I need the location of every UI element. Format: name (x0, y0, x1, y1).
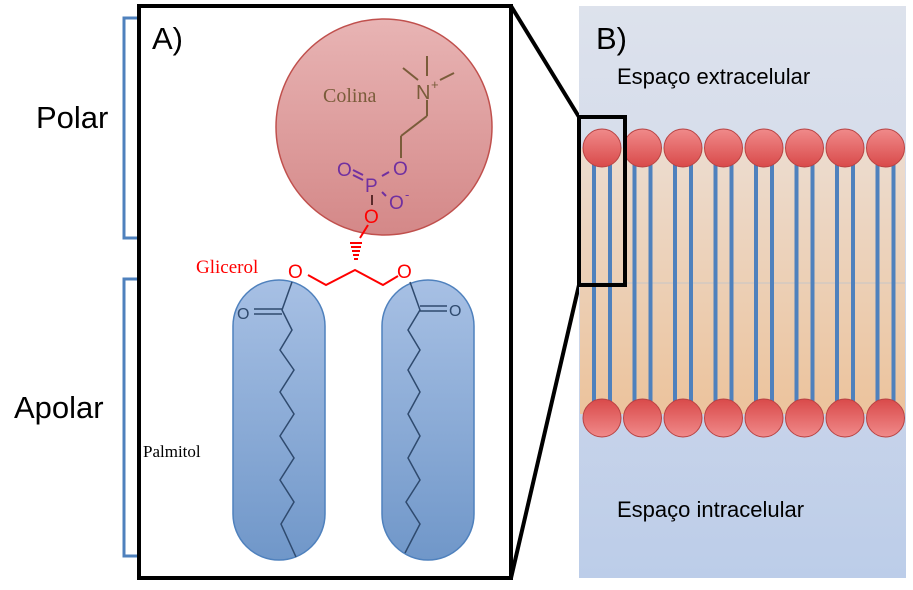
lipid-head-inner (866, 398, 905, 438)
lipid-head-outer (623, 128, 662, 168)
oxygen-charge: - (405, 187, 409, 202)
lipid-head-outer (866, 128, 905, 168)
panel-a-label: A) (152, 21, 183, 56)
lipid-head-inner (704, 398, 743, 438)
lipid-head-inner (785, 398, 824, 438)
carbonyl-oxygen-left: O (237, 306, 249, 323)
palmitol-label: Palmitol (143, 442, 201, 461)
oxygen-sn2: O (397, 262, 412, 283)
membrane-core (580, 148, 905, 414)
apolar-label: Apolar (14, 390, 104, 425)
oxygen-glycerol-top: O (364, 207, 379, 228)
oxygen-double: O (337, 160, 352, 181)
fatty-acid-left (232, 279, 326, 561)
lipid-head-inner (825, 398, 865, 438)
lipid-head-outer (744, 128, 784, 168)
lipid-head-outer (704, 128, 743, 168)
apolar-bracket (122, 277, 138, 558)
lipid-head-inner (582, 398, 622, 438)
polar-label: Polar (36, 100, 108, 135)
lipid-head-outer (825, 128, 865, 168)
fatty-acid-right (381, 279, 475, 561)
fatty-acid-chain-left (279, 281, 297, 558)
lipid-head-outer (663, 128, 703, 168)
glycerol-backbone (307, 268, 399, 287)
choline-phosphate-circle (275, 18, 493, 236)
lipid-head-outer (582, 128, 622, 168)
glycerol-o-bond (359, 224, 369, 239)
carbonyl-oxygen-right: O (449, 303, 461, 320)
nitrogen-atom: N (416, 82, 430, 104)
zoom-connector-top (509, 4, 581, 119)
zoom-connector-bottom (509, 284, 581, 579)
fatty-acid-chain-right (404, 281, 421, 554)
lipid-head-outer (785, 128, 824, 168)
oxygen-anion: O (389, 193, 404, 214)
oxygen-sn1: O (288, 262, 303, 283)
phosphorus-atom: P (365, 176, 378, 197)
panel-b-label: B) (596, 21, 627, 56)
zoom-highlight-box (577, 115, 627, 287)
lipid-head-inner (744, 398, 784, 438)
nitrogen-charge: + (431, 77, 439, 92)
intracellular-label: Espaço intracelular (617, 497, 804, 522)
extracellular-label: Espaço extracelular (617, 64, 810, 89)
stereo-hash-bond (350, 242, 362, 260)
polar-bracket (122, 16, 138, 240)
phosphate-bonds (352, 169, 390, 197)
lipid-head-inner (623, 398, 662, 438)
colina-label: Colina (323, 85, 376, 107)
oxygen-ester-top: O (393, 159, 408, 180)
lipid-bilayer (582, 128, 905, 438)
choline-structure (400, 56, 455, 158)
lipid-head-inner (663, 398, 703, 438)
glicerol-label: Glicerol (196, 257, 258, 278)
